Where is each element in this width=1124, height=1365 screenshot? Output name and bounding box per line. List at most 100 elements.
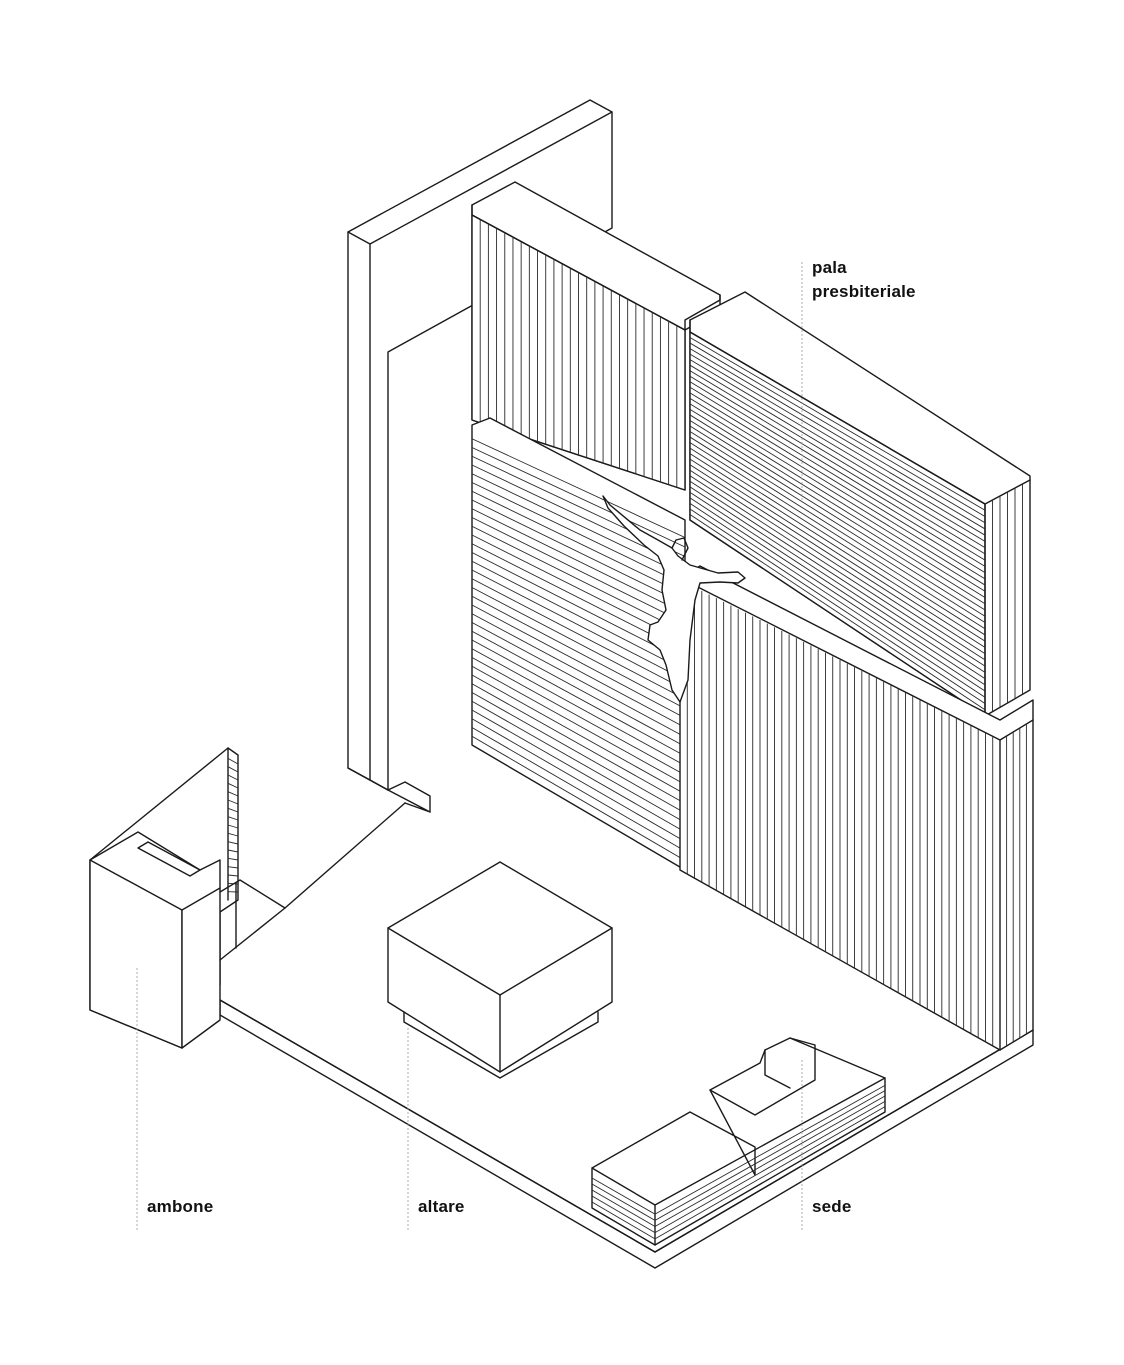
hatch-line bbox=[471, 692, 686, 814]
hatch-line bbox=[591, 1201, 656, 1240]
hatch-line bbox=[471, 674, 686, 795]
hatch-line bbox=[689, 480, 986, 673]
hatch-line bbox=[689, 381, 986, 561]
hatch-line bbox=[471, 639, 686, 757]
hatch-line bbox=[471, 630, 686, 747]
hatch-line bbox=[471, 482, 686, 586]
hatch-line bbox=[471, 473, 686, 576]
hatch-line bbox=[471, 490, 686, 595]
hatch-line bbox=[689, 342, 986, 517]
hatch-line bbox=[227, 816, 239, 821]
hatch-line bbox=[471, 438, 686, 538]
hatch-line bbox=[689, 425, 986, 611]
hatch-line bbox=[227, 857, 239, 861]
hatch-line bbox=[471, 447, 686, 548]
label-pala-presbiteriale: pala presbiteriale bbox=[812, 256, 916, 304]
hatch-line bbox=[689, 403, 986, 586]
hatch-line bbox=[471, 534, 686, 643]
hatch-line bbox=[471, 595, 686, 709]
hatch-line bbox=[471, 604, 686, 719]
hatch-line bbox=[654, 1100, 886, 1234]
hatch-line bbox=[689, 397, 986, 580]
hatch-line bbox=[471, 709, 686, 833]
hatch-line bbox=[471, 552, 686, 662]
hatch-line bbox=[654, 1095, 886, 1227]
hatch-line bbox=[689, 386, 986, 567]
hatch-line bbox=[471, 718, 686, 842]
hatch-line bbox=[227, 774, 239, 781]
hatch-line bbox=[227, 766, 239, 773]
hatch-line bbox=[227, 874, 239, 877]
hatch-line bbox=[689, 420, 986, 605]
hatch-line bbox=[471, 499, 686, 605]
hatch-line bbox=[689, 508, 986, 704]
hatch-line bbox=[689, 458, 986, 648]
hatch-line bbox=[227, 849, 239, 853]
hatch-line bbox=[471, 683, 686, 804]
hatch-line bbox=[689, 375, 986, 555]
hatch-line bbox=[689, 337, 986, 511]
hatch-line bbox=[471, 613, 686, 728]
hatch-line bbox=[471, 578, 686, 690]
hatch-line bbox=[689, 414, 986, 598]
hatch-line bbox=[471, 735, 686, 861]
label-pala-line1: pala bbox=[812, 258, 847, 277]
label-ambone: ambone bbox=[147, 1197, 214, 1216]
hatch-line bbox=[227, 841, 239, 845]
hatch-line bbox=[471, 587, 686, 700]
hatch-line bbox=[227, 791, 239, 797]
hatch-line bbox=[591, 1183, 656, 1221]
hatch-line bbox=[227, 782, 239, 789]
hatch-line bbox=[227, 882, 239, 885]
hatch-line bbox=[227, 824, 239, 829]
hatch-line bbox=[689, 359, 986, 536]
hatch-line bbox=[689, 469, 986, 661]
hatch-line bbox=[471, 622, 686, 738]
hatch-line bbox=[471, 648, 686, 766]
hatch-line bbox=[471, 700, 686, 823]
altare-cube bbox=[387, 861, 613, 1079]
hatch-line bbox=[227, 757, 239, 765]
hatch-line bbox=[689, 453, 986, 642]
sede-seat bbox=[591, 1037, 886, 1246]
hatch-line bbox=[689, 431, 986, 617]
panel-upper-left bbox=[471, 181, 721, 491]
leader-lines bbox=[136, 262, 803, 1230]
hatch-line bbox=[654, 1090, 886, 1221]
label-pala-line2: presbiteriale bbox=[812, 282, 916, 301]
hatch-line bbox=[654, 1084, 886, 1215]
label-altare: altare bbox=[418, 1197, 465, 1216]
hatch-line bbox=[689, 447, 986, 636]
hatch-line bbox=[689, 436, 986, 623]
hatch-line bbox=[227, 807, 239, 813]
hatch-line bbox=[471, 665, 686, 785]
hatch-line bbox=[227, 799, 239, 805]
hatch-line bbox=[689, 348, 986, 524]
hatch-line bbox=[471, 517, 686, 624]
hatch-line bbox=[689, 409, 986, 592]
panel-lower-right bbox=[679, 565, 1034, 1051]
hatch-line bbox=[471, 508, 686, 614]
hatch-line bbox=[689, 464, 986, 655]
hatch-line bbox=[471, 727, 686, 852]
panel-upper-right bbox=[689, 291, 1031, 717]
hatch-line bbox=[689, 475, 986, 667]
hatch-line bbox=[689, 392, 986, 573]
hatch-line bbox=[591, 1189, 656, 1227]
hatch-line bbox=[471, 569, 686, 681]
hatch-line bbox=[471, 657, 686, 776]
hatch-line bbox=[689, 486, 986, 679]
hatch-line bbox=[654, 1106, 886, 1240]
hatch-line bbox=[689, 364, 986, 542]
hatch-line bbox=[689, 503, 986, 698]
hatch-line bbox=[689, 514, 986, 711]
hatch-line bbox=[227, 866, 239, 869]
hatch-line bbox=[689, 491, 986, 686]
ambone-lectern bbox=[89, 747, 286, 1049]
hatch-line bbox=[591, 1177, 656, 1215]
hatch-line bbox=[689, 353, 986, 530]
hatch-line bbox=[471, 560, 686, 671]
hatch-line bbox=[689, 442, 986, 630]
hatch-line bbox=[471, 525, 686, 633]
